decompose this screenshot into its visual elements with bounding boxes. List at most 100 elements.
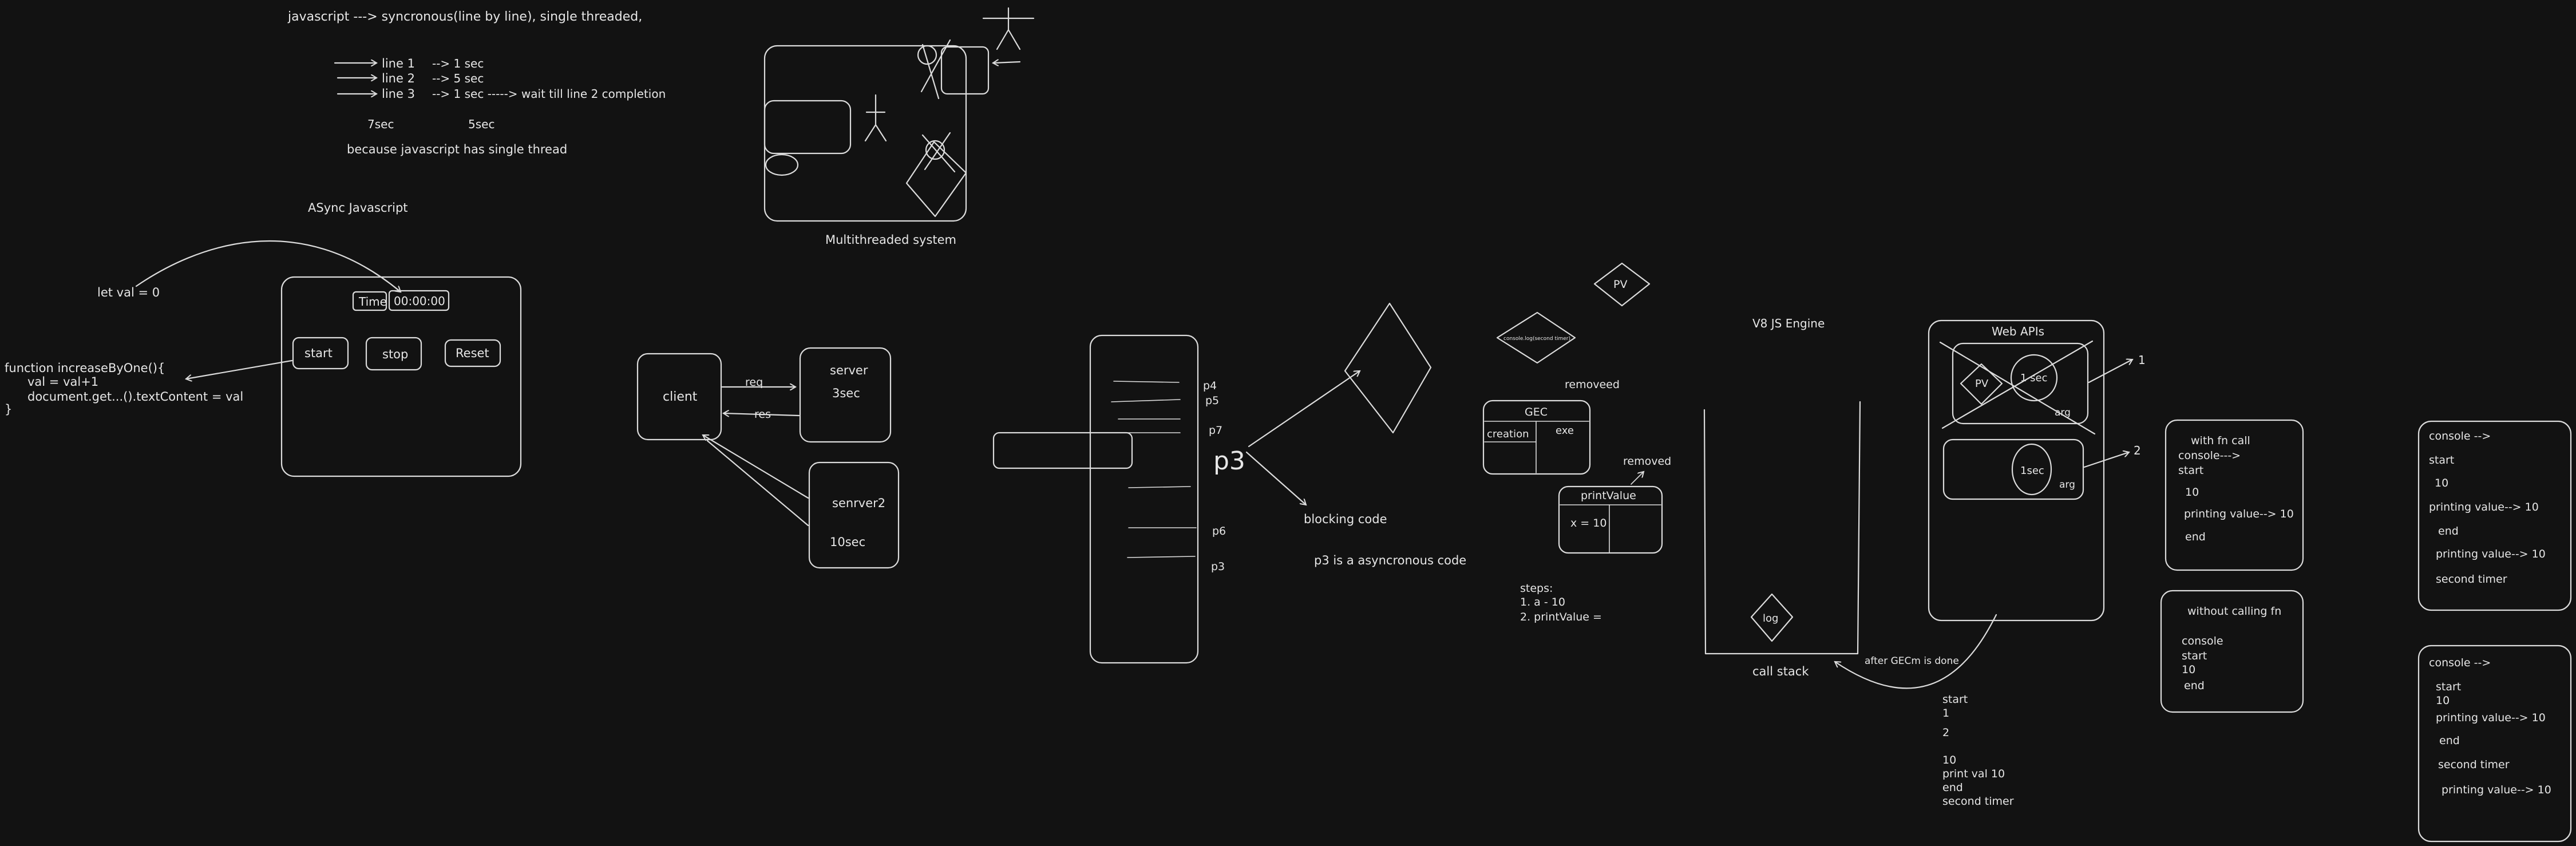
fn-line-4: } (5, 402, 12, 416)
timer-arg-2: arg (2059, 479, 2075, 491)
with-fn-call-panel: with fn call console---> start 10 printi… (2165, 419, 2304, 571)
console-bottom-line-3: 10 (2436, 694, 2450, 707)
gec-exe: exe (1556, 425, 1574, 437)
output-list: start 1 2 10 print val 10 end second tim… (1942, 693, 2014, 808)
thread-circle-bottom (925, 140, 945, 160)
steps-1: 1. a - 10 (1520, 596, 1565, 608)
timer-arg: arg (2055, 407, 2071, 418)
start-button[interactable] (292, 337, 349, 370)
server-time: 3sec (832, 386, 860, 400)
timer-cross (1939, 340, 2096, 435)
stick-figure-middle (864, 94, 887, 142)
gec-creation: creation (1487, 428, 1529, 440)
call-stack-container (1703, 401, 1861, 655)
print-value-title: printValue (1581, 489, 1636, 502)
multithreaded-caption: Multithreaded system (825, 233, 956, 247)
timer-api-box-2 (1942, 438, 2084, 500)
gec-title: GEC (1525, 406, 1548, 418)
arrow-to-blocking (1245, 451, 1306, 505)
stop-button[interactable] (365, 337, 422, 371)
console-bottom-line-1: console --> (2429, 657, 2491, 669)
without-fn-line-4: end (2184, 679, 2205, 692)
sync-title: javascript ---> syncronous(line by line)… (287, 10, 642, 24)
console-top-line-5: end (2438, 525, 2459, 537)
without-fn-box (2160, 590, 2304, 713)
threads-diagram: p4 p5 p7 p6 p3 p3 blocking code p3 is a … (992, 302, 1466, 664)
async-section: ASync Javascript let val = 0 Time 00:00:… (5, 201, 522, 477)
let-val-text: let val = 0 (97, 286, 160, 299)
thread-diamond (905, 141, 967, 218)
line-3-label: line 3 (382, 87, 415, 101)
print-value-box (1558, 485, 1663, 554)
with-fn-line-2: start (2178, 464, 2203, 477)
res-arrow (723, 413, 800, 416)
server2-response-line (706, 440, 809, 527)
console-top-line-2: start (2429, 454, 2454, 467)
console-bottom-line-2: start (2436, 681, 2461, 693)
thread-line (1111, 399, 1181, 402)
output-line-8: second timer (1942, 795, 2014, 808)
system-box (763, 45, 967, 222)
stick-figure-top (982, 7, 1035, 50)
server-box (799, 347, 892, 443)
gec-box (1482, 400, 1591, 475)
fn-line-2: val = val+1 (27, 375, 98, 389)
blocking-code-label: blocking code (1304, 512, 1387, 526)
cross-mark-bottom (921, 132, 956, 173)
arrow-to-timer (135, 240, 401, 292)
log-label: log (1763, 612, 1778, 624)
with-fn-box (2165, 419, 2304, 571)
console-top-line-3: 10 (2435, 477, 2448, 489)
console-log-diamond-label: console.log(second timer) (1503, 336, 1570, 342)
print-value-x: x = 10 (1570, 517, 1606, 529)
with-fn-title: with fn call (2191, 434, 2250, 447)
line-1-label: line 1 (382, 57, 415, 70)
without-fn-line-2: start (2182, 650, 2207, 662)
console-bottom-line-5: end (2439, 734, 2460, 747)
execution-context-diagram: PV console.log(second timer) removeed GE… (1482, 262, 1671, 623)
server2-box (808, 461, 900, 569)
thread-line (1127, 556, 1196, 558)
thread-column-box (1089, 334, 1199, 664)
web-apis-title: Web APIs (1992, 325, 2044, 338)
stop-button-label: stop (382, 347, 408, 361)
time-display: 00:00:00 (394, 294, 445, 308)
thread-line (1128, 486, 1191, 488)
console-top-box (2417, 420, 2572, 611)
server-label: server (830, 363, 868, 377)
removed-label-2: removed (1623, 455, 1671, 468)
label-p3-big: p3 (1213, 446, 1245, 476)
server2-label: senrver2 (832, 496, 885, 510)
v8-label: V8 JS Engine (1752, 317, 1825, 330)
without-fn-line-3: 10 (2182, 663, 2195, 676)
pv-diamond (1593, 262, 1651, 307)
arrow-into-box (993, 62, 1021, 63)
label-p6: p6 (1212, 525, 1226, 537)
timer-circle (2010, 354, 2058, 402)
line-2-time: --> 5 sec (432, 72, 484, 85)
fn-line-1: function increaseByOne(){ (5, 361, 165, 375)
console-top-line-1: console --> (2429, 430, 2491, 442)
log-diamond (1750, 593, 1794, 642)
without-fn-line-1: console (2182, 635, 2223, 647)
single-thread-reason: because javascript has single thread (347, 143, 567, 156)
output-line-2: 1 (1942, 707, 1949, 720)
steps-heading: steps: (1520, 582, 1553, 595)
reset-button[interactable] (444, 339, 501, 367)
web-apis-box (1928, 319, 2105, 622)
webapi-pv-label: PV (1975, 378, 1989, 390)
time-display-box (388, 290, 450, 311)
total-left: 7sec (367, 117, 394, 131)
output-line-7: end (1942, 781, 1963, 794)
call-stack-label: call stack (1752, 665, 1809, 678)
arrow-to-2 (2083, 452, 2129, 468)
console-top-line-4: printing value--> 10 (2429, 501, 2539, 513)
fn-line-3: document.get...().textContent = val (27, 390, 243, 404)
inner-ellipse (765, 153, 799, 176)
start-button-label: start (304, 346, 333, 360)
line-3-time: --> 1 sec -----> wait till line 2 comple… (432, 87, 666, 101)
label-p5: p5 (1205, 394, 1219, 407)
with-fn-line-3: 10 (2185, 486, 2199, 499)
async-heading: ASync Javascript (308, 201, 408, 215)
